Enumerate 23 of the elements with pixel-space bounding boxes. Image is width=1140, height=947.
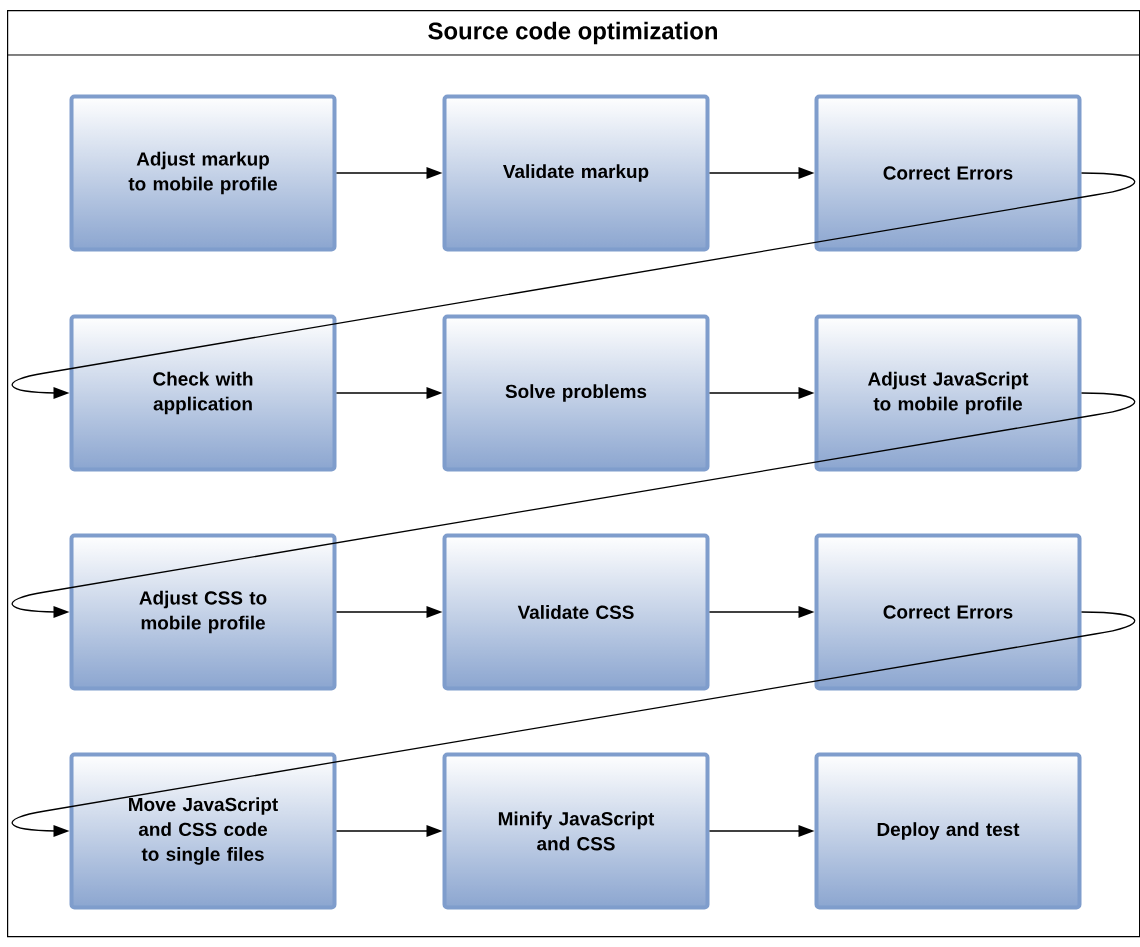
process-box: Validate markup [442, 94, 710, 252]
process-box: Deploy and test [814, 752, 1082, 910]
process-box: Check with application [69, 314, 337, 472]
arrow [335, 825, 443, 837]
arrow [11, 392, 1136, 618]
process-box: Correct Errors [814, 94, 1082, 252]
process-box: Solve problems [442, 314, 710, 472]
process-box: Adjust markup to mobile profile [69, 94, 337, 252]
arrow [335, 167, 443, 179]
arrow [708, 825, 815, 837]
arrow [708, 387, 815, 399]
arrow [708, 606, 815, 618]
process-box: Correct Errors [814, 533, 1082, 691]
process-box: Move JavaScript and CSS code to single files [69, 752, 337, 910]
arrow [335, 606, 443, 618]
process-box: Adjust JavaScript to mobile profile [814, 314, 1082, 472]
arrow [708, 167, 815, 179]
arrow [11, 172, 1136, 399]
process-box: Minify JavaScript and CSS [442, 752, 710, 910]
arrow [11, 611, 1136, 837]
process-box: Validate CSS [442, 533, 710, 691]
process-box: Adjust CSS to mobile profile [69, 533, 337, 691]
arrow [335, 387, 443, 399]
